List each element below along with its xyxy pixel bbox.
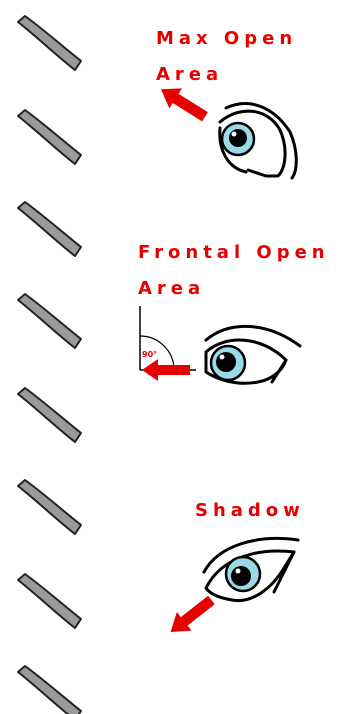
shadow-label: Shadow	[195, 502, 305, 520]
eye-icon	[220, 104, 297, 178]
max-open-area-label-line1: Max Open	[156, 30, 297, 48]
brush-stroke-icon	[18, 16, 81, 70]
max-open-area-label-line2: Area	[156, 66, 223, 84]
right-angle-marker: 90°	[140, 306, 196, 370]
frontal-open-area-label-line1: Frontal Open	[138, 244, 330, 262]
brush-stroke-icon	[18, 480, 81, 534]
brush-stroke-icon	[18, 666, 81, 714]
brush-stroke-icon	[18, 202, 81, 256]
eye-icon	[206, 326, 300, 383]
brush-stroke-icon	[18, 574, 81, 628]
arrow-icon	[163, 591, 218, 642]
frontal-open-area-label-line2: Area	[138, 280, 205, 298]
angle-label: 90°	[142, 350, 157, 359]
brush-stroke-icon	[18, 388, 81, 442]
arrow-icon	[142, 359, 190, 381]
arrow-icon	[155, 79, 212, 127]
eye-icon	[204, 538, 298, 600]
brush-stroke-icon	[18, 294, 81, 348]
brush-stroke-icon	[18, 110, 81, 164]
